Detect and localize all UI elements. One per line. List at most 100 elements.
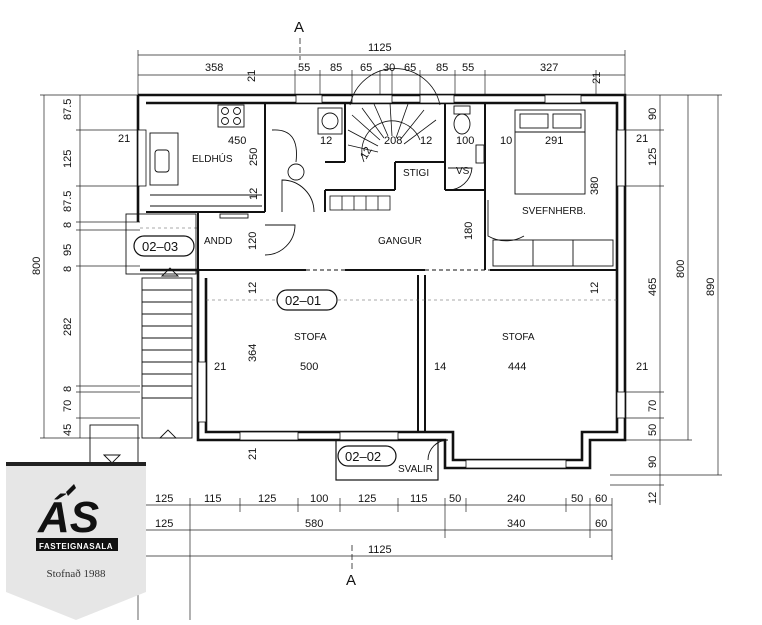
dim-bottom-125c: 125 <box>358 493 376 505</box>
dim-top-358: 358 <box>205 62 223 74</box>
dim-stair-width: 208 <box>384 135 402 147</box>
dim-left-overall: 800 <box>31 257 43 275</box>
dim-stair-left: 12 <box>358 145 375 162</box>
dim-bottom-overall: 1125 <box>368 544 392 556</box>
dim-bottom-115a: 115 <box>204 493 222 505</box>
room-label-kitchen: ELDHÚS <box>192 152 233 165</box>
balcony <box>335 439 439 481</box>
dim-top-overall: 1125 <box>368 42 392 54</box>
dim-left-8a: 8 <box>62 222 74 228</box>
dim-right-12: 12 <box>647 492 659 504</box>
dim-wall-21-left: 21 <box>214 361 226 373</box>
apt-tag-balcony: 02–02 <box>337 445 397 467</box>
dim-top-85a: 85 <box>330 62 342 74</box>
dim-left-282: 282 <box>62 318 74 336</box>
section-marker-top: A <box>294 19 304 36</box>
bottom-dimension-lines <box>137 490 613 620</box>
dim-top-65b: 65 <box>404 62 416 74</box>
wc-fixtures <box>453 105 485 164</box>
right-dimension-lines <box>610 94 722 505</box>
dim-bottom-50b: 50 <box>571 493 583 505</box>
dim-wc-width: 100 <box>456 135 474 147</box>
section-line <box>299 38 353 572</box>
dim-top-55a: 55 <box>298 62 310 74</box>
dim-top-55b: 55 <box>462 62 474 74</box>
dim-kitchen-depth: 250 <box>248 148 260 166</box>
dim-right-50: 50 <box>647 424 659 436</box>
dim-wall-12-right: 12 <box>589 282 601 294</box>
dim-stofa-right-width: 444 <box>508 361 526 373</box>
dim-right-90b: 90 <box>647 456 659 468</box>
grid-lines <box>140 227 617 301</box>
dim-top-85b: 85 <box>436 62 448 74</box>
room-label-hall: GANGUR <box>378 236 422 247</box>
logo-tagline: Stofnað 1988 <box>46 568 106 580</box>
logo-badge-icon: ÁS <box>6 462 146 620</box>
kitchen-fixtures <box>149 104 343 207</box>
dim-bottom-115b: 115 <box>410 493 428 505</box>
room-label-stair: STIGI <box>403 168 429 179</box>
svg-text:ÁS: ÁS <box>37 492 99 542</box>
bed <box>492 109 614 267</box>
section-marker-bottom: A <box>346 572 356 589</box>
room-label-wc: VS <box>456 166 470 177</box>
left-dimension-lines <box>40 94 140 439</box>
room-label-living-right: STOFA <box>502 332 535 343</box>
dim-wall-12b: 12 <box>320 135 332 147</box>
dim-wall-21-bottom: 21 <box>247 448 259 460</box>
dim-right-90a: 90 <box>647 108 659 120</box>
dim-stofa-left-width: 500 <box>300 361 318 373</box>
dim-bottom-240: 240 <box>507 493 525 505</box>
dim-left-8c: 8 <box>62 386 74 392</box>
dim-left-8b: 8 <box>62 266 74 272</box>
dim-bottom-row2-60: 60 <box>595 518 607 530</box>
apt-tag-main: 02–01 <box>276 289 338 311</box>
room-label-bedroom: SVEFNHERB. <box>522 206 586 217</box>
dim-left-87b: 87.5 <box>62 191 74 212</box>
dim-wall-21-top-left: 21 <box>118 133 130 145</box>
room-label-balcony: SVALIR <box>398 464 433 475</box>
dim-left-87a: 87.5 <box>62 99 74 120</box>
dim-top-21b: 21 <box>591 72 603 84</box>
apt-tag-balcony-label: 02–02 <box>345 449 381 464</box>
dim-bottom-100: 100 <box>310 493 328 505</box>
windows <box>137 94 626 469</box>
dim-right-125: 125 <box>647 148 659 166</box>
exterior-walls <box>136 93 627 470</box>
dim-left-70: 70 <box>62 400 74 412</box>
dim-left-45: 45 <box>62 424 74 436</box>
dim-wall-14: 14 <box>434 361 446 373</box>
dim-gangur-depth: 180 <box>463 222 475 240</box>
top-dimension-lines <box>137 50 626 95</box>
dim-bed-width: 291 <box>545 135 563 147</box>
doors <box>219 167 525 461</box>
exterior-stair <box>89 213 197 466</box>
dim-right-overall-outer: 890 <box>705 278 717 296</box>
dim-wall-21-right: 21 <box>636 361 648 373</box>
dim-left-95: 95 <box>62 244 74 256</box>
room-label-entry: ANDD <box>204 236 232 247</box>
dim-right-70: 70 <box>647 400 659 412</box>
apt-tag-entry-label: 02–03 <box>142 239 178 254</box>
dim-wall-21-right-top: 21 <box>636 133 648 145</box>
dim-stofa-left-height: 364 <box>247 344 259 362</box>
dim-top-327: 327 <box>540 62 558 74</box>
stair-spiral <box>329 68 441 211</box>
dim-bed-left: 10 <box>500 135 512 147</box>
dim-top-30: 30 <box>383 62 395 74</box>
dim-wall-12a: 12 <box>248 188 260 200</box>
dim-top-21a: 21 <box>246 70 258 82</box>
dim-bottom-row2-580: 580 <box>305 518 323 530</box>
dim-bottom-125b: 125 <box>258 493 276 505</box>
apt-tag-main-label: 02–01 <box>285 293 321 308</box>
dim-bottom-60a: 60 <box>595 493 607 505</box>
dim-top-65a: 65 <box>360 62 372 74</box>
brand-logo: ÁS FASTEIGNASALA Stofnað 1988 <box>6 462 146 620</box>
dim-bottom-50a: 50 <box>449 493 461 505</box>
dim-bed-depth: 380 <box>589 177 601 195</box>
dim-bottom-row2-340: 340 <box>507 518 525 530</box>
dim-left-125: 125 <box>62 150 74 168</box>
dim-right-465: 465 <box>647 278 659 296</box>
dim-wall-12-mid: 12 <box>247 282 259 294</box>
